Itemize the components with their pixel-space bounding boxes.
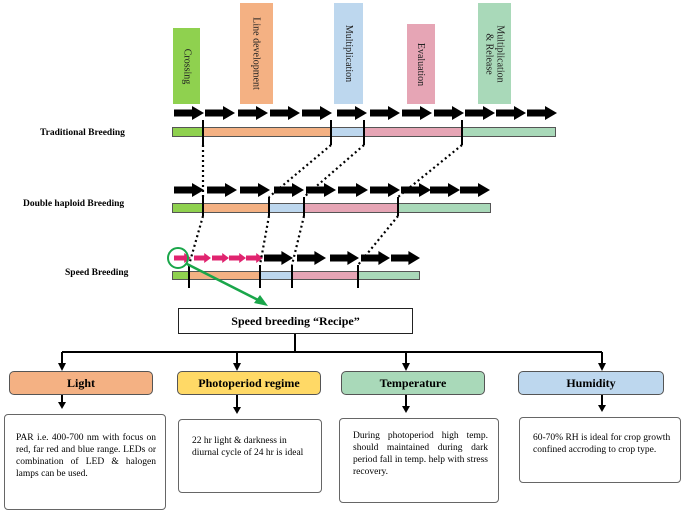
double-haploid-arrow	[174, 183, 204, 197]
traditional-arrow	[527, 106, 557, 120]
connector-traditional-dh	[397, 144, 463, 198]
tree-arrowhead-photoperiod	[233, 363, 241, 371]
speed-arrow	[330, 251, 359, 265]
description-temperature: During photoperiod high temp. should mai…	[339, 418, 499, 503]
connector-dh-speed	[290, 215, 306, 266]
connector-traditional-dh	[268, 144, 332, 198]
row-label-traditional: Traditional Breeding	[40, 128, 125, 138]
category-light-label: Light	[66, 375, 95, 390]
desc-arrowhead-humidity	[598, 405, 606, 412]
double-haploid-arrow	[274, 183, 304, 197]
double-haploid-arrow	[306, 183, 336, 197]
category-light: Light	[9, 371, 153, 395]
connector-dh-speed	[258, 215, 271, 266]
row-label-speed: Speed Breeding	[65, 268, 129, 278]
category-humidity: Humidity	[518, 371, 664, 395]
connector-dh-speed	[187, 215, 205, 266]
double-haploid-arrow	[338, 183, 368, 197]
recipe-box: Speed breeding “Recipe”	[178, 308, 413, 334]
description-light: PAR i.e. 400-700 nm with focus on red, f…	[4, 414, 166, 510]
category-photoperiod: Photoperiod regime	[177, 371, 321, 395]
traditional-arrow	[402, 106, 432, 120]
speed-arrow-pink	[229, 253, 246, 263]
traditional-arrow	[496, 106, 526, 120]
category-humidity-label: Humidity	[566, 375, 616, 390]
stage-multiplication-release: Multiplication & Release	[478, 3, 511, 104]
desc-arrowhead-light	[58, 402, 66, 409]
description-temperature-text: During photoperiod high temp. should mai…	[353, 431, 488, 477]
double-haploid-arrow	[207, 183, 237, 197]
traditional-arrow	[174, 106, 204, 120]
highlight-arrow-line	[186, 262, 263, 304]
stage-crossing: Crossing	[173, 28, 200, 104]
speed-arrow	[391, 251, 420, 265]
row-label-double-haploid: Double haploid Breeding	[23, 199, 125, 209]
traditional-arrow	[205, 106, 235, 120]
traditional-arrow	[238, 106, 268, 120]
desc-arrowhead-temperature	[402, 406, 410, 413]
traditional-arrow	[465, 106, 495, 120]
speed-arrow-pink	[246, 253, 263, 263]
description-photoperiod: 22 hr light & darkness in diurnal cycle …	[178, 419, 322, 493]
traditional-arrow	[370, 106, 400, 120]
category-temperature-label: Temperature	[379, 375, 447, 390]
category-temperature: Temperature	[341, 371, 485, 395]
double-haploid-arrow	[460, 183, 490, 197]
speed-arrow-pink	[212, 253, 229, 263]
speed-arrow	[264, 251, 293, 265]
recipe-title: Speed breeding “Recipe”	[231, 313, 360, 328]
double-haploid-arrow	[430, 183, 460, 197]
tree-arrowhead-light	[58, 363, 66, 371]
stage-line-development: Line development	[240, 3, 273, 104]
traditional-arrow	[434, 106, 464, 120]
double-haploid-arrow	[370, 183, 400, 197]
connector-dh-speed	[357, 215, 399, 266]
tree-arrowhead-humidity	[598, 363, 606, 371]
stage-multiplication: Multiplication	[334, 3, 363, 104]
speed-arrow	[297, 251, 326, 265]
double-haploid-arrow	[240, 183, 270, 197]
traditional-arrow	[302, 106, 332, 120]
description-humidity: 60-70% RH is ideal for crop growth confi…	[519, 417, 681, 483]
description-humidity-text: 60-70% RH is ideal for crop growth confi…	[533, 433, 671, 455]
speed-arrow-pink	[194, 253, 211, 263]
highlight-arrow-head	[254, 295, 268, 306]
description-photoperiod-text: 22 hr light & darkness in diurnal cycle …	[192, 436, 304, 458]
connector-traditional-dh	[303, 144, 365, 198]
highlight-circle	[167, 247, 189, 269]
category-photoperiod-label: Photoperiod regime	[198, 375, 300, 390]
speed-arrow	[361, 251, 390, 265]
double-haploid-arrow	[401, 183, 431, 197]
stage-evaluation: Evaluation	[407, 24, 435, 104]
traditional-arrow	[337, 106, 367, 120]
tree-arrowhead-temperature	[402, 363, 410, 371]
traditional-arrow	[270, 106, 300, 120]
description-light-text: PAR i.e. 400-700 nm with focus on red, f…	[16, 433, 156, 479]
desc-arrowhead-photoperiod	[233, 407, 241, 414]
